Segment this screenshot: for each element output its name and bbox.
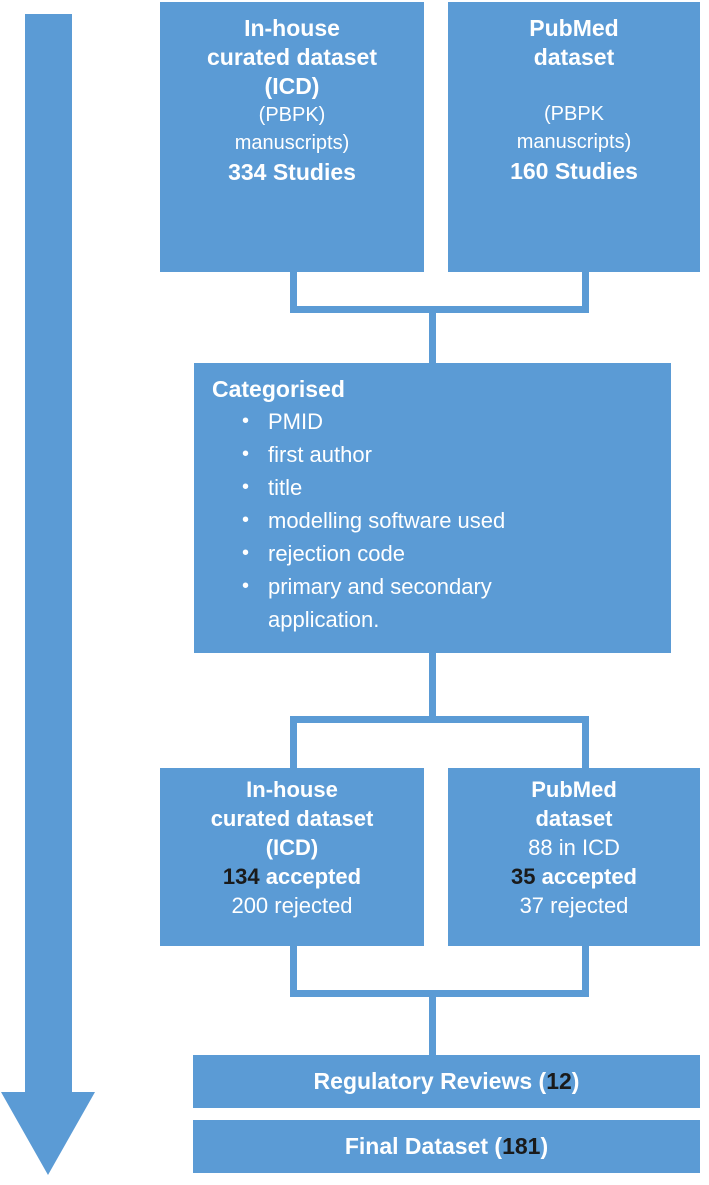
connector-pubmed-result-out — [582, 946, 589, 990]
pubmed-result-title-line-1: PubMed — [531, 777, 617, 802]
categorised-item-text: primary and secondary — [268, 574, 492, 599]
regulatory-reviews-count: 12 — [546, 1068, 572, 1094]
list-item: primary and secondary application. — [242, 570, 671, 636]
connector-drop-to-regulatory — [429, 997, 436, 1055]
pubmed-accepted-number: 35 — [511, 864, 536, 889]
in-house-accepted-row: 134 accepted — [160, 862, 424, 891]
list-item: modelling software used — [242, 504, 671, 537]
pubmed-overlap-row: 88 in ICD — [528, 835, 620, 860]
box-categorised: Categorised PMID first author title mode… — [194, 363, 671, 653]
in-house-title-line-3: (ICD) — [264, 73, 320, 99]
pubmed-result-title-line-2: dataset — [535, 806, 613, 831]
in-house-sub-line-2: manuscripts) — [234, 132, 350, 154]
connector-in-house-result-stub — [290, 723, 297, 768]
connector-pubmed-result-stub — [582, 723, 589, 768]
pubmed-accepted-label: accepted — [541, 864, 637, 889]
final-dataset-suffix: ) — [540, 1133, 549, 1159]
categorised-item-text: PMID — [268, 409, 323, 434]
bar-final-dataset: Final Dataset (181) — [193, 1120, 700, 1173]
connector-split-bar — [290, 716, 589, 723]
pubmed-title-line-2: dataset — [533, 44, 615, 70]
pubmed-sub-line-2: manuscripts) — [516, 131, 632, 153]
categorised-item-continuation: application. — [268, 607, 380, 632]
connector-pubmed-stub — [582, 272, 589, 306]
list-item: first author — [242, 438, 671, 471]
in-house-accepted-number: 134 — [222, 864, 260, 889]
pubmed-study-count: 160 Studies — [510, 158, 638, 184]
in-house-result-title-line-1: In-house — [246, 777, 338, 802]
bar-regulatory-reviews: Regulatory Reviews (12) — [193, 1055, 700, 1108]
final-dataset-row: Final Dataset (181) — [345, 1133, 548, 1160]
in-house-sub-line-1: (PBPK) — [258, 104, 326, 126]
down-arrow-icon — [0, 14, 96, 1177]
box-pubmed-source: PubMed dataset (PBPK manuscripts) 160 St… — [448, 2, 700, 272]
in-house-accepted-label: accepted — [265, 864, 362, 889]
regulatory-reviews-label: Regulatory Reviews ( — [313, 1068, 547, 1094]
in-house-rejected-row: 200 rejected — [231, 893, 353, 918]
in-house-study-count: 334 Studies — [228, 159, 356, 185]
list-item: rejection code — [242, 537, 671, 570]
connector-merge-bar-top — [290, 306, 589, 313]
in-house-title-line-2: curated dataset — [206, 44, 377, 70]
connector-merge-bar-bottom — [290, 990, 589, 997]
categorised-item-text: rejection code — [268, 541, 405, 566]
pubmed-rejected-row: 37 rejected — [519, 893, 629, 918]
pubmed-spacer — [448, 72, 700, 100]
pubmed-accepted-row: 35 accepted — [448, 862, 700, 891]
categorised-heading: Categorised — [212, 376, 345, 402]
categorised-item-text: title — [268, 475, 303, 500]
list-item: title — [242, 471, 671, 504]
in-house-title-line-1: In-house — [244, 15, 340, 41]
box-in-house-source: In-house curated dataset (ICD) (PBPK) ma… — [160, 2, 424, 272]
categorised-list: PMID first author title modelling softwa… — [212, 405, 671, 636]
pubmed-sub-line-1: (PBPK — [543, 103, 605, 125]
connector-drop-to-categorised — [429, 313, 436, 363]
in-house-result-title-line-2: curated dataset — [210, 806, 374, 831]
pubmed-title-line-1: PubMed — [529, 15, 619, 41]
regulatory-reviews-suffix: ) — [571, 1068, 580, 1094]
connector-in-house-result-out — [290, 946, 297, 990]
connector-in-house-stub — [290, 272, 297, 306]
box-pubmed-result: PubMed dataset 88 in ICD 35 accepted 37 … — [448, 768, 700, 946]
box-in-house-result: In-house curated dataset (ICD) 134 accep… — [160, 768, 424, 946]
categorised-item-text: first author — [268, 442, 372, 467]
connector-drop-from-categorised — [429, 653, 436, 716]
regulatory-reviews-row: Regulatory Reviews (12) — [314, 1068, 580, 1095]
final-dataset-label: Final Dataset ( — [344, 1133, 503, 1159]
list-item: PMID — [242, 405, 671, 438]
categorised-item-text: modelling software used — [268, 508, 506, 533]
in-house-result-title-line-3: (ICD) — [265, 835, 319, 860]
final-dataset-count: 181 — [502, 1133, 541, 1159]
